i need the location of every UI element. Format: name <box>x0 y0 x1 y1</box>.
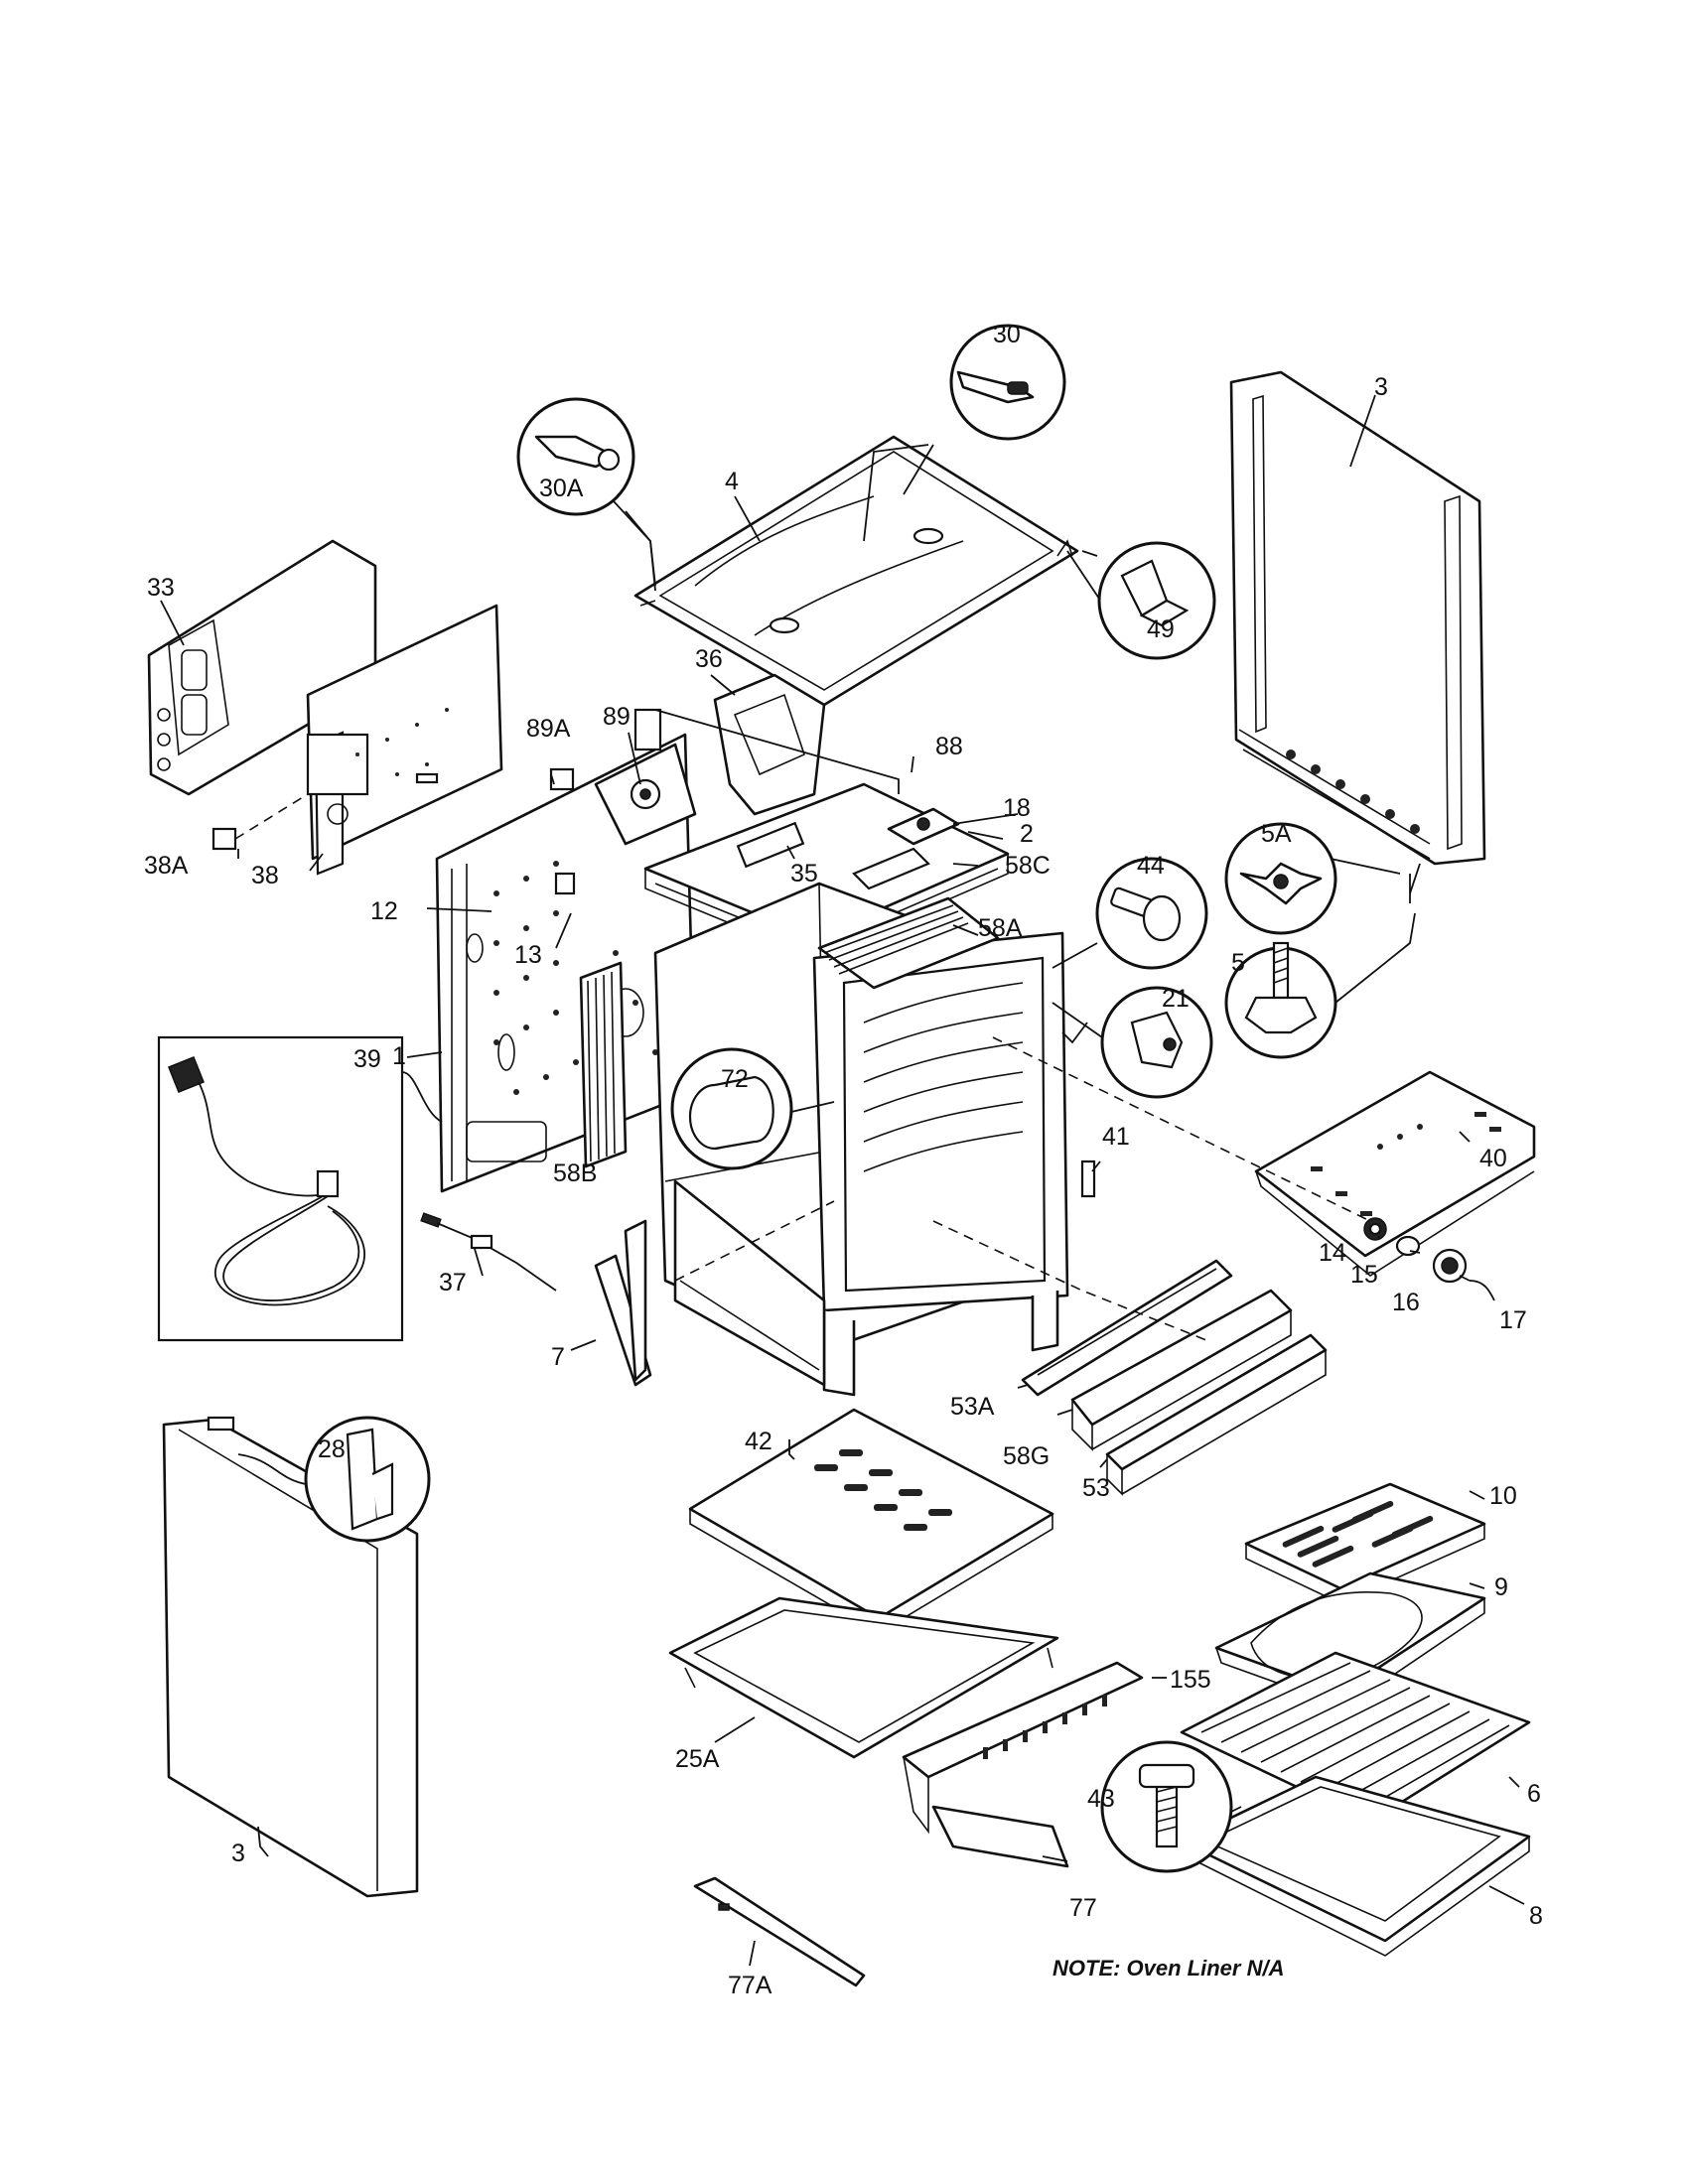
bubble-28 <box>237 1416 431 1543</box>
callout-28: 28 <box>318 1435 346 1463</box>
callout-72: 72 <box>721 1065 749 1093</box>
part-lamp-bulb-15 <box>1395 1235 1421 1257</box>
callout-37: 37 <box>439 1269 467 1297</box>
callout-30a: 30A <box>539 475 584 502</box>
part-switch-89a <box>549 767 575 791</box>
callout-21: 21 <box>1162 985 1190 1013</box>
part-lamp-cover-16 <box>1432 1248 1468 1284</box>
callout-155: 155 <box>1170 1666 1211 1694</box>
callout-53a: 53A <box>950 1393 995 1421</box>
part-sensor-37 <box>420 1212 557 1292</box>
part-thermostat-89 <box>594 708 697 846</box>
callout-1: 1 <box>392 1042 406 1070</box>
part-top-pan <box>633 435 1079 707</box>
callout-3-bottom: 3 <box>231 1840 245 1867</box>
callout-33: 33 <box>147 574 175 602</box>
callout-58b: 58B <box>553 1160 597 1187</box>
part-drawer-40 <box>1254 1070 1536 1277</box>
part-side-panel-left <box>435 733 697 1193</box>
callout-42: 42 <box>745 1428 772 1455</box>
callout-7: 7 <box>551 1343 565 1371</box>
part-power-cord-inset <box>157 1035 404 1342</box>
bubble-30 <box>903 324 1066 495</box>
callout-77: 77 <box>1069 1894 1097 1922</box>
callout-12: 12 <box>370 897 398 925</box>
callout-53: 53 <box>1082 1474 1110 1502</box>
part-insulation-58a <box>817 896 1000 990</box>
leader-dash-drawer <box>932 1220 1207 1341</box>
part-broil-insert-10 <box>1244 1482 1486 1604</box>
callout-labels: 3 4 30 30A 49 33 36 89A 89 88 18 2 58C 3… <box>144 321 1543 1999</box>
bubble-21 <box>1052 986 1213 1099</box>
bubble-5a <box>1224 822 1401 935</box>
part-frame-25a <box>668 1596 1059 1759</box>
leader-dash-broil <box>674 1200 835 1282</box>
part-bracket-38a <box>211 827 237 851</box>
part-latch-41 <box>1080 1160 1096 1198</box>
callout-14: 14 <box>1319 1239 1346 1267</box>
callout-16: 16 <box>1392 1289 1420 1316</box>
callout-89a: 89A <box>526 715 571 743</box>
bubble-5 <box>1224 912 1416 1059</box>
callout-88: 88 <box>935 733 963 760</box>
callout-36: 36 <box>695 645 723 673</box>
callout-41: 41 <box>1102 1123 1130 1151</box>
callout-38a: 38A <box>144 852 189 880</box>
part-trim-58g <box>1070 1289 1293 1451</box>
callout-5a: 5A <box>1261 820 1292 848</box>
bubble-72 <box>670 1047 835 1170</box>
leader-dash-lamp <box>992 1036 1371 1222</box>
part-bottom-pan-8 <box>1180 1775 1531 1957</box>
callout-89: 89 <box>603 703 631 731</box>
callout-40: 40 <box>1479 1145 1507 1172</box>
callout-38: 38 <box>251 862 279 889</box>
part-vent-duct <box>713 673 826 816</box>
callout-5: 5 <box>1231 949 1245 977</box>
callout-35: 35 <box>790 860 818 887</box>
callout-6: 6 <box>1527 1780 1541 1808</box>
callout-13: 13 <box>514 941 542 969</box>
bubble-49 <box>1066 541 1216 660</box>
callout-43: 43 <box>1087 1785 1115 1813</box>
part-insulation-58b <box>579 961 628 1168</box>
callout-18: 18 <box>1003 794 1031 822</box>
callout-39: 39 <box>353 1045 381 1073</box>
callout-30: 30 <box>993 321 1021 348</box>
callout-17: 17 <box>1499 1306 1527 1334</box>
part-trim-77a <box>693 1876 866 1987</box>
callout-49: 49 <box>1147 615 1175 643</box>
part-lamp-wire-17 <box>1469 1280 1495 1301</box>
callout-25a: 25A <box>675 1745 720 1773</box>
callout-4: 4 <box>725 468 739 495</box>
callout-58g: 58G <box>1003 1442 1050 1470</box>
callout-44: 44 <box>1137 852 1165 880</box>
callout-3-top: 3 <box>1374 373 1388 401</box>
bubble-43 <box>1100 1740 1242 1873</box>
bubble-30a <box>516 397 656 592</box>
part-oven-bottom-42 <box>688 1408 1054 1634</box>
leader-38a-dash <box>234 793 309 840</box>
callout-15: 15 <box>1350 1261 1378 1289</box>
callout-9: 9 <box>1494 1573 1508 1601</box>
part-vent-trim-77 <box>902 1661 1144 1868</box>
part-rail-53a <box>1021 1259 1233 1397</box>
part-back-panel <box>306 604 503 876</box>
part-lamp-socket-14 <box>1363 1217 1387 1241</box>
callout-58c: 58C <box>1005 852 1051 880</box>
callout-77a: 77A <box>728 1972 772 1999</box>
callout-58a: 58A <box>978 914 1023 942</box>
callout-2: 2 <box>1020 820 1034 848</box>
note-oven-liner: NOTE: Oven Liner N/A <box>1052 1956 1284 1980</box>
part-broil-element-7 <box>594 1219 652 1387</box>
callout-8: 8 <box>1529 1902 1543 1930</box>
part-oven-rack-6 <box>1180 1651 1531 1824</box>
callout-10: 10 <box>1489 1482 1517 1510</box>
part-side-panel-right <box>1229 370 1486 866</box>
part-trim-53 <box>1105 1333 1328 1496</box>
bubble-44 <box>1052 857 1208 970</box>
